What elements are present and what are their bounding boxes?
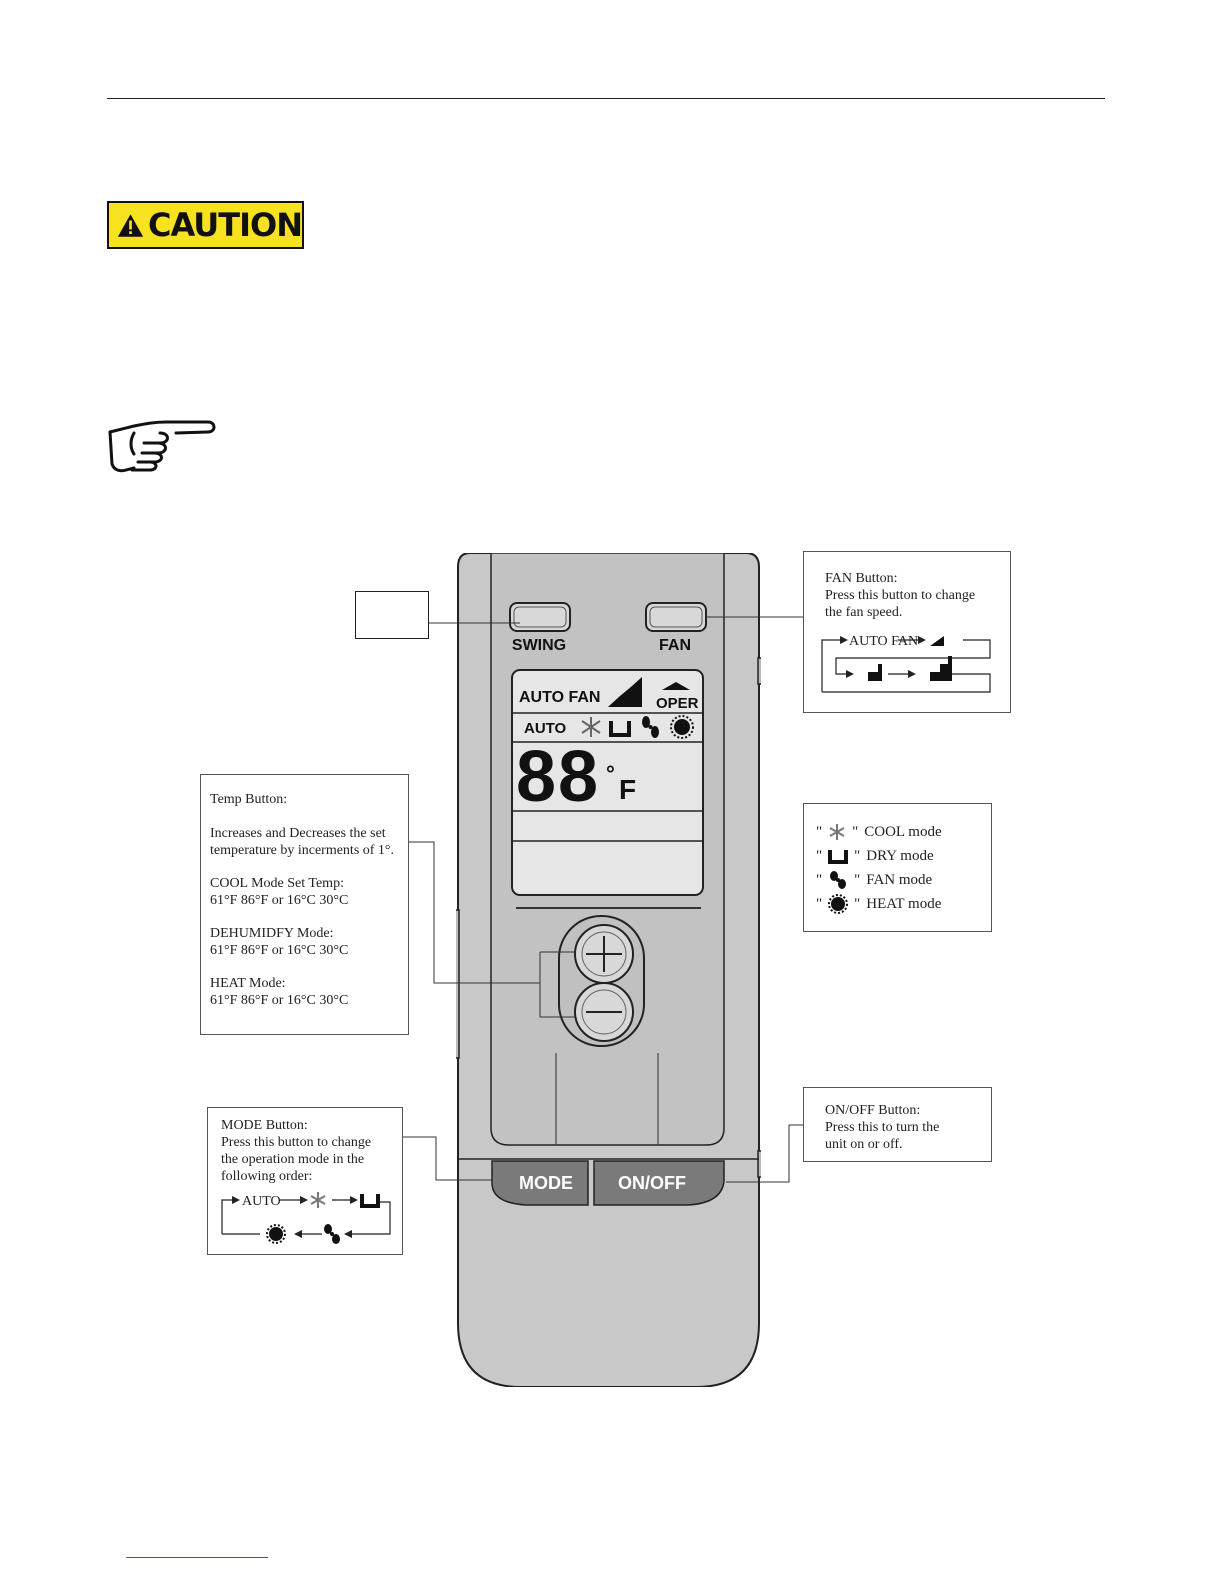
onoff-callout-line1: Press this to turn the — [825, 1120, 940, 1135]
lcd-fan-speed-icon — [608, 677, 642, 707]
fan-mode-label: FAN mode — [866, 871, 933, 888]
dry-icon — [828, 850, 849, 864]
lcd-degree: ° — [606, 761, 615, 786]
fan-callout: FAN Button: Press this button to change … — [803, 551, 1011, 713]
mode-callout-line1: Press this button to change — [221, 1135, 372, 1150]
temp-dehum-range: 61°F 86°F or 16°C 30°C — [210, 943, 349, 958]
oper-arrow-icon — [662, 682, 690, 690]
onoff-callout: ON/OFF Button: Press this to turn the un… — [803, 1087, 992, 1162]
caution-text: CAUTION — [148, 206, 303, 244]
lcd-auto-fan: AUTO FAN — [519, 689, 600, 706]
cool-mode-label: COOL mode — [864, 823, 942, 840]
modes-legend-callout: " " COOL mode " " DRY mode " " FAN mode … — [803, 803, 992, 932]
remote-control: SWING FAN AUTO FAN OPER AUTO 88 ° F MODE… — [456, 553, 761, 1387]
pointing-hand-icon — [108, 420, 216, 473]
mode-callout-title: MODE Button: — [221, 1118, 308, 1133]
fan-icon — [830, 871, 847, 889]
lcd-snowflake-icon — [581, 717, 601, 737]
mode-callout-line3: following order: — [221, 1169, 313, 1184]
mode-cycle-diagram: AUTO — [221, 1192, 391, 1244]
temp-cool-title: COOL Mode Set Temp: — [210, 876, 344, 891]
lcd-dry-icon — [609, 721, 631, 737]
lcd-unit: F — [619, 774, 636, 805]
lcd-heat-icon — [670, 715, 694, 739]
mode-cycle-heat-icon — [266, 1224, 286, 1244]
dry-mode-row: " " DRY mode — [816, 847, 934, 864]
dry-mode-label: DRY mode — [866, 847, 934, 864]
fan-mid-icon — [856, 664, 882, 681]
footer-link-underline — [126, 1557, 268, 1558]
onoff-callout-line2: unit on or off. — [825, 1137, 903, 1152]
onoff-label: ON/OFF — [618, 1173, 686, 1193]
header-rule — [107, 98, 1105, 99]
mode-label: MODE — [519, 1173, 573, 1193]
heat-mode-label: HEAT mode — [866, 895, 942, 912]
lcd-oper: OPER — [656, 695, 699, 712]
temp-callout-desc1: Increases and Decreases the set — [210, 826, 386, 841]
temp-heat-range: 61°F 86°F or 16°C 30°C — [210, 993, 349, 1008]
swing-label: SWING — [512, 637, 566, 654]
heat-mode-row: " " HEAT mode — [816, 892, 991, 916]
mode-cycle-snowflake-icon — [310, 1192, 326, 1208]
mode-cycle-dry-icon — [360, 1194, 380, 1208]
fan-callout-line1: Press this button to change — [825, 588, 976, 603]
caution-label: CAUTION — [107, 201, 304, 249]
mode-cycle-auto: AUTO — [242, 1194, 281, 1209]
lcd-digits: 88 — [516, 737, 600, 817]
temp-callout-desc2: temperature by incerments of 1°. — [210, 843, 395, 858]
mode-cycle-fan-icon — [324, 1224, 340, 1244]
temp-cool-range: 61°F 86°F or 16°C 30°C — [210, 893, 349, 908]
temp-callout-title: Temp Button: — [210, 792, 288, 807]
warning-triangle-icon — [117, 214, 144, 237]
fan-low-icon — [930, 636, 944, 646]
fan-label: FAN — [659, 637, 691, 654]
onoff-button[interactable] — [593, 1160, 725, 1206]
fan-high-icon — [918, 656, 952, 681]
mode-callout-line2: the operation mode in the — [221, 1152, 365, 1167]
fan-speed-cycle-diagram: AUTO FAN — [821, 634, 991, 693]
fan-callout-title: FAN Button: — [825, 571, 898, 586]
swing-callout-box — [355, 591, 429, 639]
fan-cycle-auto-fan: AUTO FAN — [849, 634, 918, 649]
temp-dehum-title: DEHUMIDFY Mode: — [210, 926, 334, 941]
temp-heat-title: HEAT Mode: — [210, 976, 286, 991]
fan-mode-row: " " FAN mode — [816, 871, 933, 889]
mode-callout: MODE Button: Press this button to change… — [207, 1107, 403, 1255]
sun-icon — [828, 894, 849, 914]
swing-button[interactable] — [509, 602, 571, 632]
temp-callout: Temp Button: Increases and Decreases the… — [200, 774, 409, 1035]
cool-mode-row: " " COOL mode — [816, 823, 942, 840]
mode-button[interactable] — [491, 1160, 589, 1206]
lcd-fan-icon — [642, 716, 659, 738]
snowflake-icon — [829, 824, 845, 840]
fan-callout-line2: the fan speed. — [825, 605, 903, 620]
lcd-auto: AUTO — [524, 720, 567, 737]
onoff-callout-title: ON/OFF Button: — [825, 1103, 921, 1118]
